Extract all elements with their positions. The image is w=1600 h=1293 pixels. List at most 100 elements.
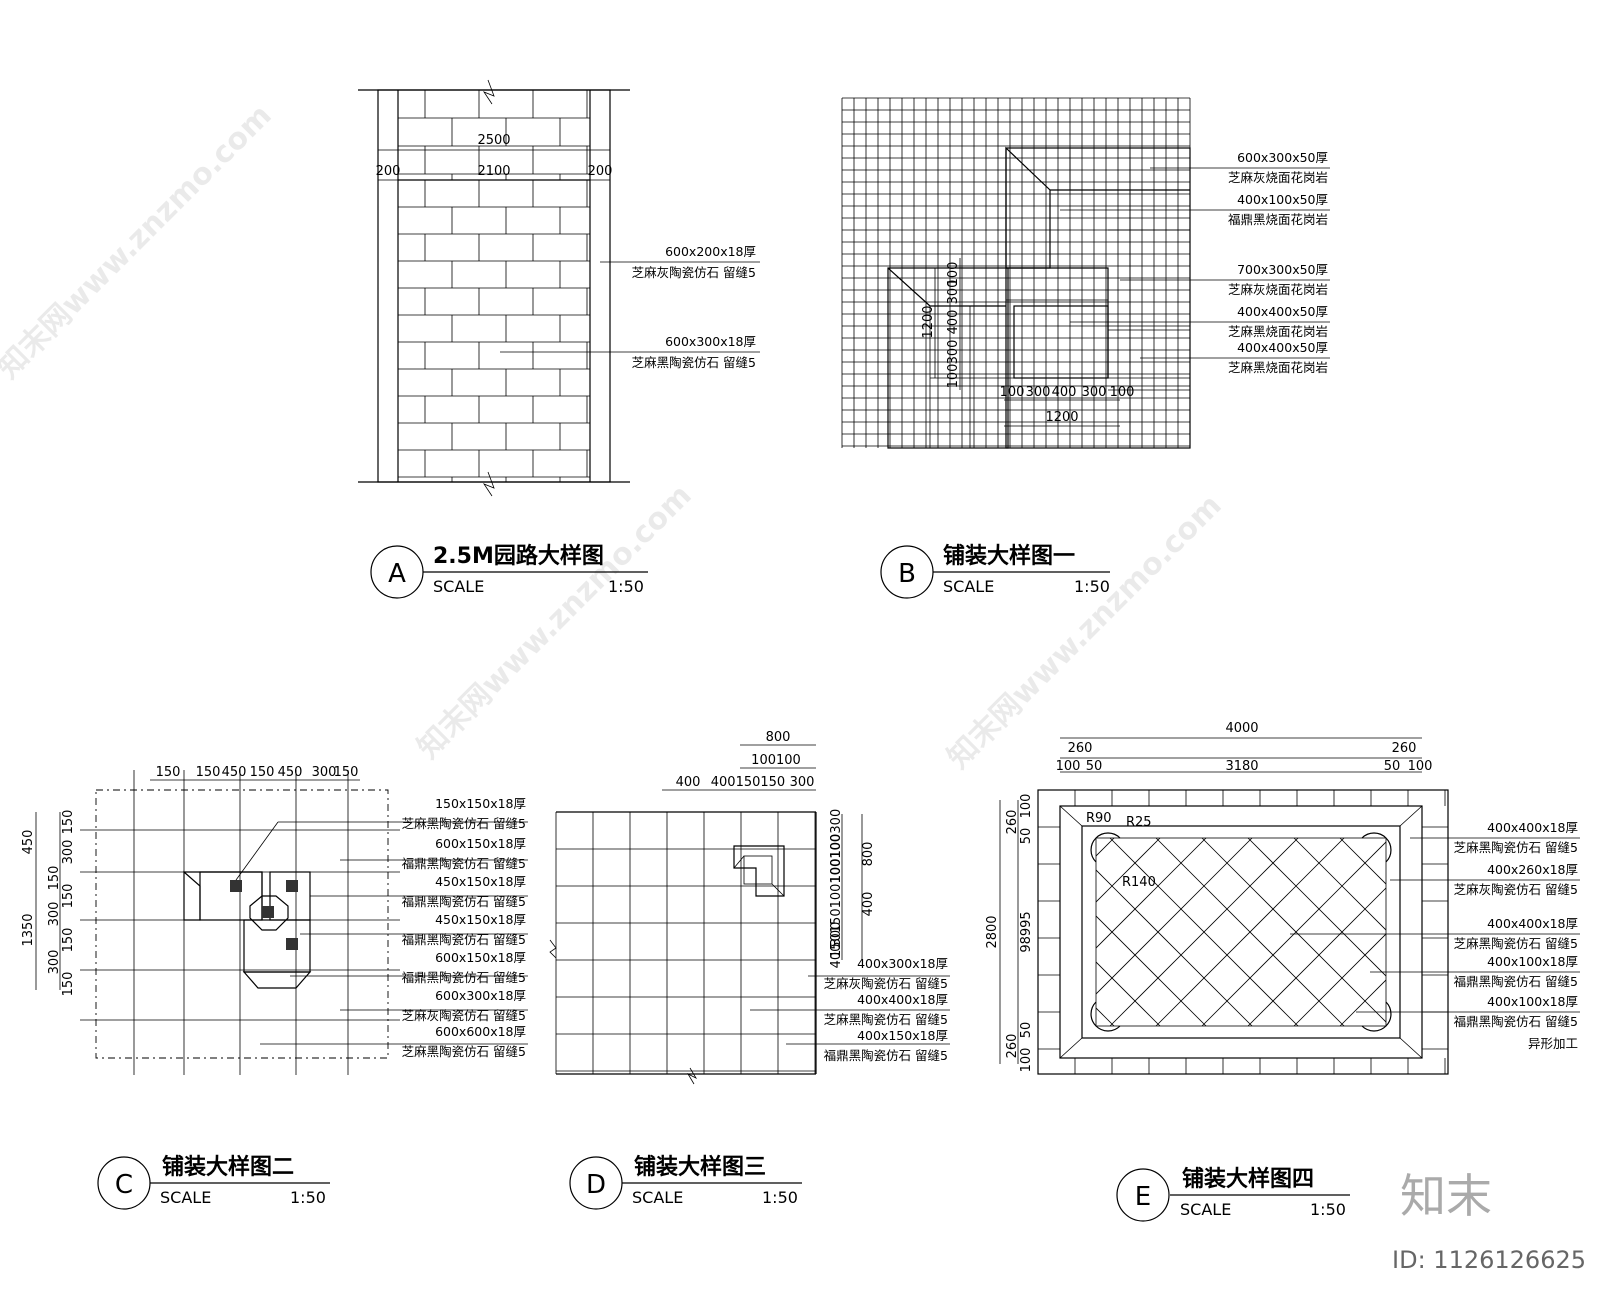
panel-b-scale-value: 1:50 — [1074, 577, 1110, 596]
panel-b-letter: B — [898, 559, 916, 589]
panel-a-dim-right: 200 — [588, 164, 613, 179]
panel-b-note-1-mat: 芝麻灰烧面花岗岩 — [1228, 170, 1328, 185]
panel-c-motif-octagon — [249, 895, 289, 931]
panel-c-paving-detail-two: 150 150 450 150 450 300 150 150 300 150 … — [21, 765, 528, 1210]
panel-e-dim-left-e: 260 — [1005, 1034, 1020, 1059]
panel-e-label-circle — [1116, 1168, 1170, 1222]
panel-a-scale-label: SCALE — [433, 577, 484, 596]
panel-d-note-3-size: 400x150x18厚 — [857, 1028, 948, 1043]
panel-a-title: 2.5M园路大样图 — [433, 543, 604, 569]
panel-c-dim-top-1: 150 — [156, 765, 181, 780]
diagonal-joint — [1201, 838, 1386, 1023]
panel-d-dim-top-3: 400 — [676, 775, 701, 790]
panel-e-dim-top-c: 100 — [1056, 759, 1081, 774]
panel-c-note-5-mat: 福鼎黑陶瓷仿石 留缝5 — [402, 970, 526, 985]
panel-d-note-2-size: 400x400x18厚 — [857, 992, 948, 1007]
panel-d-dim-right-5: 300 — [829, 922, 844, 947]
panel-c-note-7-size: 600x600x18厚 — [435, 1024, 526, 1039]
panel-c-insert-1 — [230, 880, 242, 892]
panel-d-note-1-size: 400x300x18厚 — [857, 956, 948, 971]
panel-b-note-4-size: 400x400x50厚 — [1237, 304, 1328, 319]
panel-d-dim-right-2: 800 — [861, 842, 876, 867]
panel-d-motif-inner — [743, 855, 773, 885]
panel-e-radius-2: R25 — [1126, 815, 1152, 830]
panel-b-title: 铺装大样图一 — [943, 543, 1075, 569]
panel-b-dim-v-4: 300 — [946, 340, 961, 365]
panel-a-dim-left: 200 — [376, 164, 401, 179]
panel-e-miter-bl — [1059, 1037, 1083, 1059]
panel-b-note-5-size: 400x400x50厚 — [1237, 340, 1328, 355]
panel-e-miter-tr — [1399, 805, 1423, 827]
diagonal-joint — [1096, 1007, 1115, 1026]
panel-b-dim-h-5: 100 — [1110, 385, 1135, 400]
panel-e-dim-left-total: 2800 — [985, 915, 1000, 948]
panel-c-dim-left-3: 150 — [47, 866, 62, 891]
panel-c-scale-label: SCALE — [160, 1188, 211, 1207]
panel-e-dim-top-f: 100 — [1408, 759, 1433, 774]
panel-d-dim-right-1: 100100300 — [829, 809, 844, 883]
panel-b-slab-field — [1005, 147, 1191, 449]
panel-c-note-6-mat: 芝麻灰陶瓷仿石 留缝5 — [402, 1008, 526, 1023]
panel-c-dim-left-8: 150 — [61, 972, 76, 997]
panel-b-note-4-mat: 芝麻黑烧面花岗岩 — [1228, 324, 1328, 339]
panel-e-frame-outer — [1059, 805, 1423, 1059]
panel-c-dashed-boundary — [95, 789, 389, 1059]
panel-c-dim-left-2: 300 — [61, 840, 76, 865]
panel-e-note-1-size: 400x400x18厚 — [1487, 820, 1578, 835]
diagonal-joint — [1155, 838, 1345, 1026]
panel-d-dim-top-5: 300 — [790, 775, 815, 790]
panel-e-border-tiles — [1037, 789, 1448, 1074]
panel-d-dim-right-3: 150150100100100 — [829, 834, 844, 958]
panel-c-insert-2 — [286, 880, 298, 892]
panel-d-scale-label: SCALE — [632, 1188, 683, 1207]
panel-e-title: 铺装大样图四 — [1182, 1166, 1314, 1192]
panel-c-dim-left-7: 300 — [47, 950, 62, 975]
panel-c-insert-3 — [262, 906, 274, 918]
panel-e-diagonal-field — [1096, 838, 1386, 1026]
panel-d-scale-value: 1:50 — [762, 1188, 798, 1207]
panel-b-slab-field-left — [887, 267, 1009, 449]
panel-b-dim-v-1: 100 — [946, 262, 961, 287]
watermark-text-1: 知末网www.znzmo.com — [0, 98, 279, 386]
panel-c-motif-tl-square — [199, 871, 263, 921]
panel-b-dim-h-4: 300 — [1082, 385, 1107, 400]
panel-d-note-1-mat: 芝麻灰陶瓷仿石 留缝5 — [824, 976, 948, 991]
panel-e-dim-top-d: 50 — [1086, 759, 1103, 774]
diagonal-joint — [1096, 915, 1207, 1026]
panel-e-note-3-mat: 芝麻黑陶瓷仿石 留缝5 — [1454, 936, 1578, 951]
panel-c-note-5-size: 600x150x18厚 — [435, 950, 526, 965]
panel-e-extra-note: 异形加工 — [1528, 1036, 1578, 1051]
panel-e-note-4-size: 400x100x18厚 — [1487, 954, 1578, 969]
panel-b-dim-v-3: 400 — [946, 310, 961, 335]
panel-b-dim-h-total: 1200 — [1045, 410, 1078, 425]
panel-b-paving-detail-one: 100 300 400 300 100 1200 100 300 400 300… — [841, 97, 1330, 599]
panel-e-miter-tl — [1059, 805, 1083, 827]
diagonal-joint — [1247, 838, 1386, 977]
panel-e-dim-left-d: 50 — [1019, 1022, 1034, 1039]
panel-c-dim-top-3: 450 — [222, 765, 247, 780]
panel-e-frame-inner — [1081, 825, 1401, 1039]
panel-c-dim-left-1: 150 — [61, 810, 76, 835]
panel-a-letter: A — [388, 559, 406, 589]
panel-d-letter: D — [586, 1170, 606, 1200]
panel-e-dim-top-b: 260 — [1392, 741, 1417, 756]
panel-b-fine-grid — [841, 97, 1191, 448]
panel-e-note-3-size: 400x400x18厚 — [1487, 916, 1578, 931]
panel-c-dim-left-6: 150 — [61, 928, 76, 953]
panel-e-outer-boundary — [1037, 789, 1449, 1075]
panel-d-paving-detail-three: 800 100100 400 400150150 300 100100300 8… — [549, 730, 950, 1210]
panel-e-radius-1: R90 — [1086, 811, 1112, 826]
panel-a-bottom-break-symbol — [482, 471, 495, 497]
diagonal-lines — [1096, 838, 1386, 1026]
panel-b-dim-h-1: 100 — [1000, 385, 1025, 400]
panel-c-note-1-mat: 芝麻黑陶瓷仿石 留缝5 — [402, 816, 526, 831]
diagonal-joint — [1201, 841, 1386, 1026]
panel-c-letter: C — [115, 1170, 133, 1200]
panel-a-scale-value: 1:50 — [608, 577, 644, 596]
panel-e-scale-value: 1:50 — [1310, 1200, 1346, 1219]
diagonal-joint — [1096, 961, 1161, 1026]
panel-c-note-4-size: 450x150x18厚 — [435, 912, 526, 927]
panel-c-dim-left-4: 150 — [61, 884, 76, 909]
panel-e-dim-top-a: 260 — [1068, 741, 1093, 756]
